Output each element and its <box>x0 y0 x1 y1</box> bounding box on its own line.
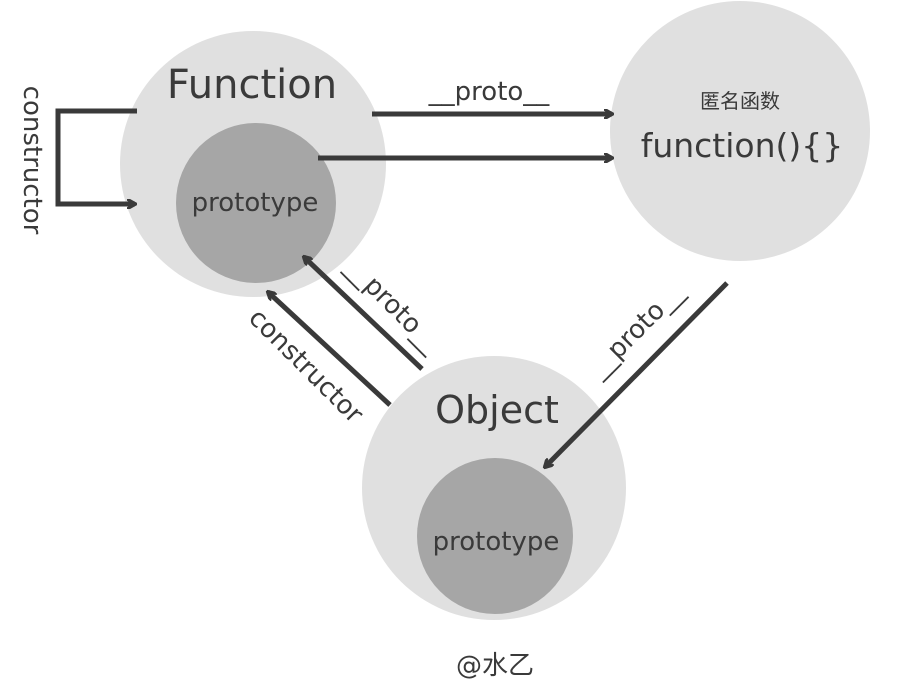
object-prototype-circle <box>417 458 573 614</box>
anon-to-object-proto-arrow <box>545 281 729 467</box>
anonymous-function-node: 匿名函数 function(){} <box>610 1 870 261</box>
object-node: Object prototype <box>362 356 626 620</box>
object-to-function-constructor-arrow <box>268 292 392 407</box>
function-constructor-label: constructor <box>17 86 47 235</box>
function-constructor-arrow <box>55 108 137 204</box>
watermark: @水乙 <box>456 651 534 681</box>
anonymous-function-title: function(){} <box>641 126 844 165</box>
anon-to-object-proto-edge: __proto__ <box>545 276 729 467</box>
object-to-function-constructor-edge: constructor <box>242 292 392 430</box>
function-prototype-label: prototype <box>192 188 319 218</box>
object-title: Object <box>435 388 559 432</box>
anonymous-function-subtitle: 匿名函数 <box>700 89 780 113</box>
anon-to-object-proto-label: __proto__ <box>582 276 690 384</box>
function-to-anon-proto-edge: __proto__ <box>372 77 612 114</box>
function-constructor-edge: constructor <box>17 86 137 235</box>
object-prototype-label: prototype <box>433 527 560 557</box>
function-prototype-circle <box>176 123 336 283</box>
function-node: Function prototype <box>120 31 386 297</box>
object-to-function-proto-arrow <box>304 257 424 371</box>
function-to-anon-proto-label: __proto__ <box>428 77 551 107</box>
function-title: Function <box>167 62 337 108</box>
anonymous-function-circle <box>610 1 870 261</box>
